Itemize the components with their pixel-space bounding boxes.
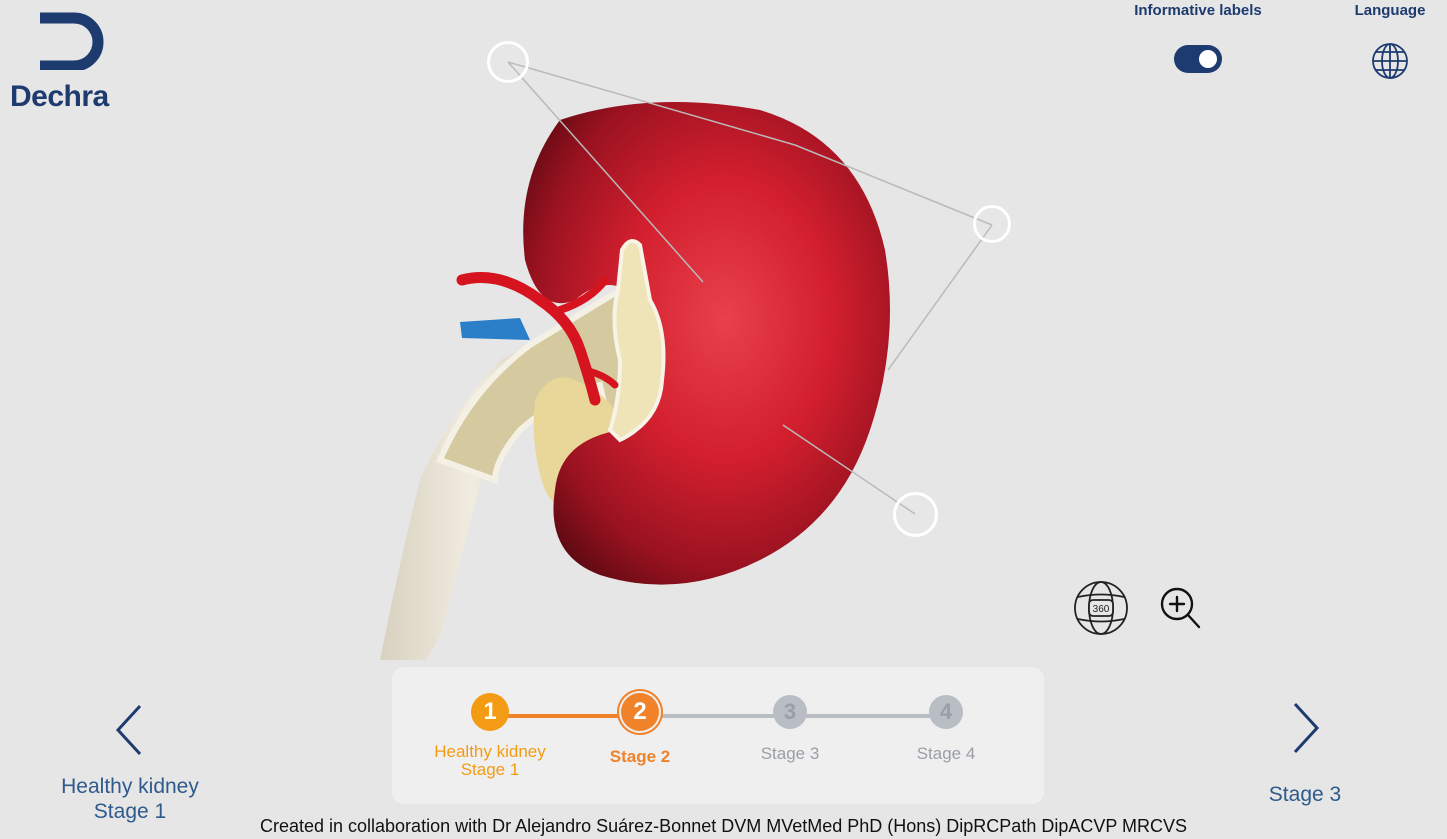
step-1-label-line1: Healthy kidney xyxy=(434,742,546,761)
renal-vein xyxy=(460,318,530,340)
step-4-number: 4 xyxy=(929,695,963,729)
kidney-body xyxy=(523,102,890,585)
language-control: Language xyxy=(1345,2,1435,86)
step-3-number: 3 xyxy=(773,695,807,729)
step-2-number: 2 xyxy=(621,693,659,731)
toggle-knob xyxy=(1199,50,1217,68)
hotspot-capsule[interactable] xyxy=(973,205,1011,243)
globe-icon[interactable] xyxy=(1370,41,1410,81)
dechra-logo: Dechra xyxy=(10,10,135,113)
dechra-logo-mark-icon xyxy=(40,12,104,70)
informative-labels-control: Informative labels xyxy=(1128,2,1268,73)
ureter xyxy=(380,330,565,660)
stepper-track-done xyxy=(490,714,642,718)
informative-labels-toggle[interactable] xyxy=(1174,45,1222,73)
step-2-label: Stage 2 xyxy=(609,747,671,766)
hotspot-cortex[interactable] xyxy=(487,41,529,83)
brand-name: Dechra xyxy=(10,80,109,113)
prev-stage-label-line1: Healthy kidney xyxy=(61,775,199,798)
step-1[interactable]: 1 Healthy kidney Stage 1 xyxy=(410,693,570,779)
chevron-right-icon xyxy=(1293,702,1320,754)
stage-stepper: 1 Healthy kidney Stage 1 2 Stage 2 3 Sta… xyxy=(392,667,1044,804)
step-4-label: Stage 4 xyxy=(916,744,976,763)
footer-credit: Created in collaboration with Dr Alejand… xyxy=(259,816,1188,836)
informative-labels-label: Informative labels xyxy=(1134,2,1262,19)
next-stage-label: Stage 3 xyxy=(1268,783,1342,806)
prev-stage-button[interactable]: Healthy kidney Stage 1 xyxy=(40,700,220,824)
step-4[interactable]: 4 Stage 4 xyxy=(866,693,1026,763)
zoom-in-icon[interactable] xyxy=(1155,582,1211,638)
next-stage-button[interactable]: Stage 3 xyxy=(1230,698,1380,807)
prev-stage-label-line2: Stage 1 xyxy=(93,800,167,823)
step-3-label: Stage 3 xyxy=(760,744,820,763)
step-3[interactable]: 3 Stage 3 xyxy=(710,693,870,763)
step-1-number: 1 xyxy=(471,693,509,731)
rotate-360-icon[interactable]: 360 xyxy=(1073,580,1129,636)
step-1-label-line2: Stage 1 xyxy=(460,760,520,779)
rotate-360-text: 360 xyxy=(1093,604,1110,615)
language-label: Language xyxy=(1354,2,1426,19)
chevron-left-icon xyxy=(115,704,142,756)
step-2[interactable]: 2 Stage 2 xyxy=(560,693,720,766)
hotspot-medulla[interactable] xyxy=(893,492,938,537)
